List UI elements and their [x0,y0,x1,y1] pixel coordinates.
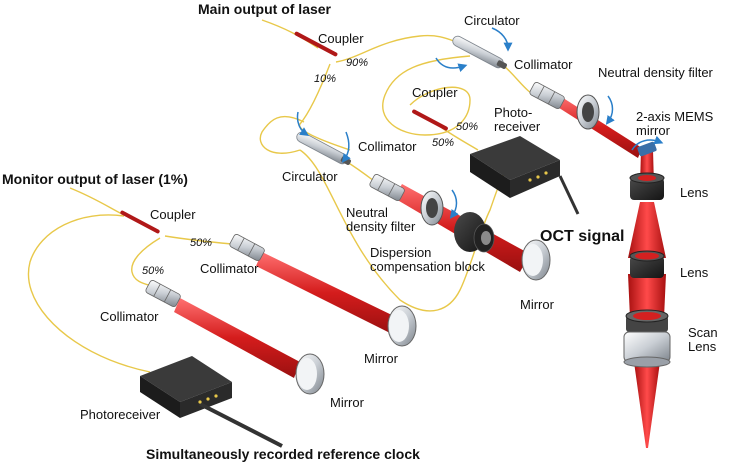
beam-vertical-focus [634,362,660,448]
coupler-mid-label: Coupler [412,85,458,100]
photoreceivers [140,136,580,448]
mems-mirror-icon [637,141,657,157]
beam-vertical-mid [628,274,666,318]
collimator-monitor-a-icon [229,234,265,262]
beam-monitor-a [256,252,398,334]
coupler-mid-50b-label: 50% [432,137,455,149]
circulator-top-arrow-a [435,57,468,72]
scan-lens-label: Scan Lens [688,325,718,354]
lenses [623,172,671,368]
nd-filter-top-arrow [605,95,615,125]
lens-1-label: Lens [680,185,709,200]
mirrors [295,239,551,395]
fiber-monitor-coupler-out-a [164,235,233,245]
circulator-left-label: Circulator [282,169,338,184]
circulator-top-arrow-b [491,27,513,52]
monitor-output-label: Monitor output of laser (1%) [2,171,188,187]
nd-filters [420,94,600,226]
mirror-monitor-b-icon [295,353,325,395]
coupler-monitor-50a-label: 50% [190,237,213,249]
photoreceiver-bottom-label: Photoreceiver [80,407,161,422]
mems-arrow [631,135,664,151]
coupler-monitor-label: Coupler [150,207,196,222]
nd-filter-top-label: Neutral density filter [598,65,713,80]
fiber-coupler-mid-to-photoreceiver [441,127,479,151]
nd-filter-mid-arrow [449,189,459,219]
beam-top-collimator-to-mems [556,96,642,158]
collimators [145,82,565,308]
beam-monitor-b [174,298,300,378]
reference-clock-label: Simultaneously recorded reference clock [146,446,420,462]
coupler-mid-50a-label: 50% [456,121,479,133]
mirror-monitor-a-icon [387,305,417,347]
fiber-circulator-left-return [259,116,305,154]
collimator-top-icon [529,82,565,110]
scan-lens-icon [623,309,671,368]
main-output-label: Main output of laser [198,1,331,17]
couplers [120,31,448,234]
mirror-mid-label: Mirror [520,297,554,312]
beam-vertical-expand [628,202,666,258]
coupler-main-label: Coupler [318,31,364,46]
fiber-left-loop [299,149,506,312]
collimator-top-label: Collimator [514,57,573,72]
nd-filter-mid-icon [420,190,444,226]
collimator-mid-label: Collimator [358,139,417,154]
lens-2-label: Lens [680,265,709,280]
photoreceiver-top-icon [470,136,580,215]
coupler-monitor-icon [120,210,160,234]
circulator-left-arrow-b [341,131,351,163]
mirror-monitor-b-label: Mirror [330,395,364,410]
lens-2-icon [629,250,665,278]
dispersion-block-icon [454,212,495,253]
fiber-coupler-10pct [298,63,351,151]
photoreceiver-bottom-icon [140,356,283,448]
coupler-mid-icon [412,109,448,131]
oct-signal-label: OCT signal [540,228,625,245]
nd-filter-top-icon [576,94,600,130]
fiber-coupler-to-circulator-top [335,34,463,63]
fiber-monitor-coupler-out-b [131,237,161,287]
dispersion-block-label: Dispersion compensation block [370,245,485,274]
fiber-circulator-top-return [382,55,471,136]
collimator-monitor-a-label: Collimator [200,261,259,276]
fiber-monitor-input [69,187,123,215]
collimator-monitor-b-label: Collimator [100,309,159,324]
fiber-main-input [261,19,319,49]
circulator-top-icon [452,35,507,69]
coupler-main-90-label: 90% [346,57,369,69]
coupler-main-10-label: 10% [314,73,337,85]
circulator-left-arrow-a [296,111,309,136]
nd-filter-mid-label: Neutral density filter [346,205,416,234]
mirror-monitor-a-label: Mirror [364,351,398,366]
collimator-mid-icon [369,174,405,202]
fiber-monitor-loop [27,214,151,373]
mems-mirror-label: 2-axis MEMS mirror [636,109,714,138]
circulator-left-icon [296,131,351,165]
mirror-mid-icon [521,239,551,281]
photoreceiver-top-label: Photo-receiver [494,105,541,134]
rotation-arrows [296,27,664,219]
lens-1-icon [629,172,665,200]
collimator-monitor-b-icon [145,280,181,308]
coupler-monitor-50b-label: 50% [142,265,165,277]
circulator-top-label: Circulator [464,13,520,28]
coupler-main-icon [294,31,338,57]
